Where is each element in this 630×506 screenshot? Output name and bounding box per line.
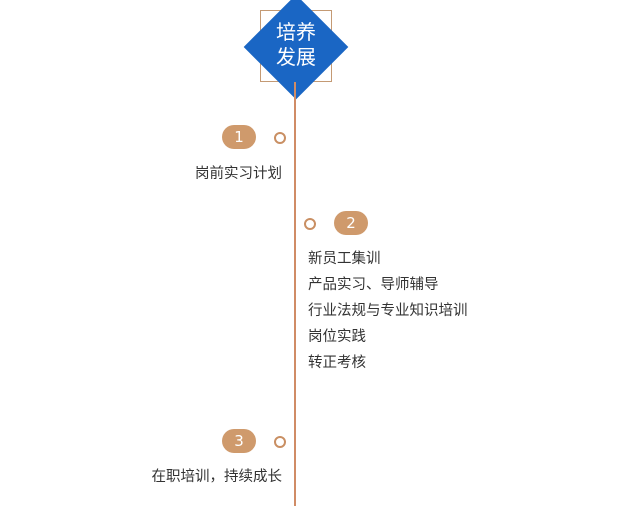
step-2-item: 转正考核 <box>308 355 366 371</box>
diagram-title: 培养 发展 <box>260 20 332 70</box>
step-3-badge: 3 <box>222 429 256 453</box>
step-1-dot <box>274 131 286 144</box>
step-1-badge: 1 <box>222 125 256 149</box>
step-3-dot <box>274 435 286 448</box>
step-2-item: 新员工集训 <box>308 251 381 267</box>
step-2-item: 岗位实践 <box>308 329 366 345</box>
step-3-item: 在职培训，持续成长 <box>151 469 283 485</box>
step-2-dot <box>304 217 316 230</box>
title-line-1: 培养 <box>276 20 316 44</box>
step-1-item: 岗前实习计划 <box>195 166 282 182</box>
step-2-item: 行业法规与专业知识培训 <box>308 303 468 319</box>
step-2-badge: 2 <box>334 211 368 235</box>
timeline-line <box>294 82 296 506</box>
title-line-2: 发展 <box>276 45 316 69</box>
step-2-item: 产品实习、导师辅导 <box>308 277 439 293</box>
